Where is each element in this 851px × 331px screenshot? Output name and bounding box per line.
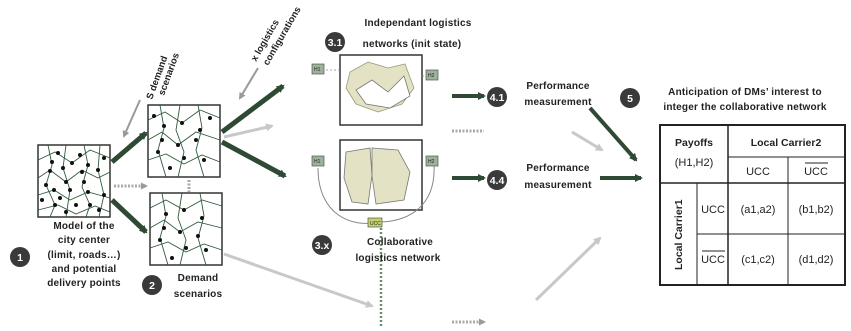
svg-text:Demand: Demand xyxy=(178,273,219,284)
step-4-1-caption: Performance measurement xyxy=(524,81,592,108)
col-ucc: UCC xyxy=(746,166,770,178)
svg-text:5: 5 xyxy=(627,93,633,105)
svg-text:integer the collaborative netw: integer the collaborative network xyxy=(663,102,827,113)
row-header: Local Carrier1 xyxy=(673,199,685,270)
svg-text:H2: H2 xyxy=(428,73,435,79)
badge-3-1: 3.1 xyxy=(325,32,345,52)
col-not-ucc: UCC xyxy=(804,166,828,178)
svg-text:measurement: measurement xyxy=(524,180,592,191)
step-3-1-caption: Independant logistics networks (init sta… xyxy=(363,18,472,50)
svg-text:logistics network: logistics network xyxy=(355,253,440,264)
row-not-ucc: UCC xyxy=(701,254,725,266)
svg-text:Collaborative: Collaborative xyxy=(367,237,433,248)
scenario-map-top xyxy=(147,104,221,178)
payoff-corner-sub: (H1,H2) xyxy=(675,157,714,169)
svg-text:4.4: 4.4 xyxy=(490,175,505,187)
payoff-table: Payoffs (H1,H2) Local Carrier2 UCC UCC L… xyxy=(659,124,846,286)
svg-text:scenarios: scenarios xyxy=(174,289,223,300)
svg-text:H1: H1 xyxy=(314,159,321,165)
svg-text:3.1: 3.1 xyxy=(328,37,343,49)
svg-text:city center: city center xyxy=(58,235,110,246)
to-table-arrows xyxy=(534,106,643,302)
svg-text:Performance: Performance xyxy=(526,81,590,92)
model-to-scenario-arrows xyxy=(110,131,191,234)
svg-text:4.1: 4.1 xyxy=(490,92,505,104)
svg-text:Performance: Performance xyxy=(526,163,590,174)
badge-2: 2 xyxy=(142,275,162,295)
cell-b: (b1,b2) xyxy=(799,204,834,216)
svg-text:(limit, roads…): (limit, roads…) xyxy=(47,250,120,261)
badge-4-4: 4.4 xyxy=(487,170,507,190)
s-demand-label: S demand scenarios xyxy=(144,52,182,101)
scenario-map-bottom xyxy=(149,192,223,266)
annotation-arrows xyxy=(122,67,259,138)
to-performance-arrows xyxy=(452,92,486,326)
svg-text:networks (init state): networks (init state) xyxy=(363,39,462,50)
svg-text:1: 1 xyxy=(17,252,23,264)
svg-text:Anticipation of DMs’ interest: Anticipation of DMs’ interest to xyxy=(668,87,822,98)
step-2-caption: Demand scenarios xyxy=(174,273,223,300)
ucc-node-icon xyxy=(367,217,383,228)
svg-text:delivery points: delivery points xyxy=(47,278,121,289)
col-header: Local Carrier2 xyxy=(751,137,822,149)
badge-3-x: 3.x xyxy=(312,235,332,255)
badge-5: 5 xyxy=(620,88,640,108)
h2-node-icon xyxy=(425,155,439,167)
independent-network-box: H1 H2 xyxy=(311,54,439,126)
step-5-caption: Anticipation of DMs’ interest to integer… xyxy=(663,87,827,113)
h1-node-icon xyxy=(311,155,325,167)
collaborative-network-box: H1 H2 UCC xyxy=(311,139,439,326)
step-1-caption: Model of the city center (limit, roads…)… xyxy=(47,221,121,289)
svg-text:UCC: UCC xyxy=(370,221,381,227)
cell-d: (d1,d2) xyxy=(799,254,834,266)
cell-c: (c1,c2) xyxy=(741,254,775,266)
svg-text:Model of the: Model of the xyxy=(53,221,115,232)
badge-4-1: 4.1 xyxy=(487,87,507,107)
h1-node-icon xyxy=(311,63,325,75)
svg-text:Independant logistics: Independant logistics xyxy=(365,18,472,29)
scenario-to-config-arrows xyxy=(220,84,374,308)
h2-node-icon xyxy=(425,69,439,81)
svg-text:2: 2 xyxy=(149,280,155,292)
svg-text:and potential: and potential xyxy=(52,264,117,275)
svg-text:H2: H2 xyxy=(428,159,435,165)
step-3-x-caption: Collaborative logistics network xyxy=(355,237,440,264)
cell-a: (a1,a2) xyxy=(741,204,776,216)
step-4-4-caption: Performance measurement xyxy=(524,163,592,191)
svg-text:3.x: 3.x xyxy=(315,240,330,252)
x-logistics-label: x logistics configurations xyxy=(249,5,304,68)
svg-text:measurement: measurement xyxy=(524,97,592,108)
city-map xyxy=(37,144,111,218)
badge-1: 1 xyxy=(10,247,30,267)
svg-text:H1: H1 xyxy=(314,67,321,73)
payoff-corner-label: Payoffs xyxy=(675,137,713,149)
row-ucc: UCC xyxy=(701,204,725,216)
